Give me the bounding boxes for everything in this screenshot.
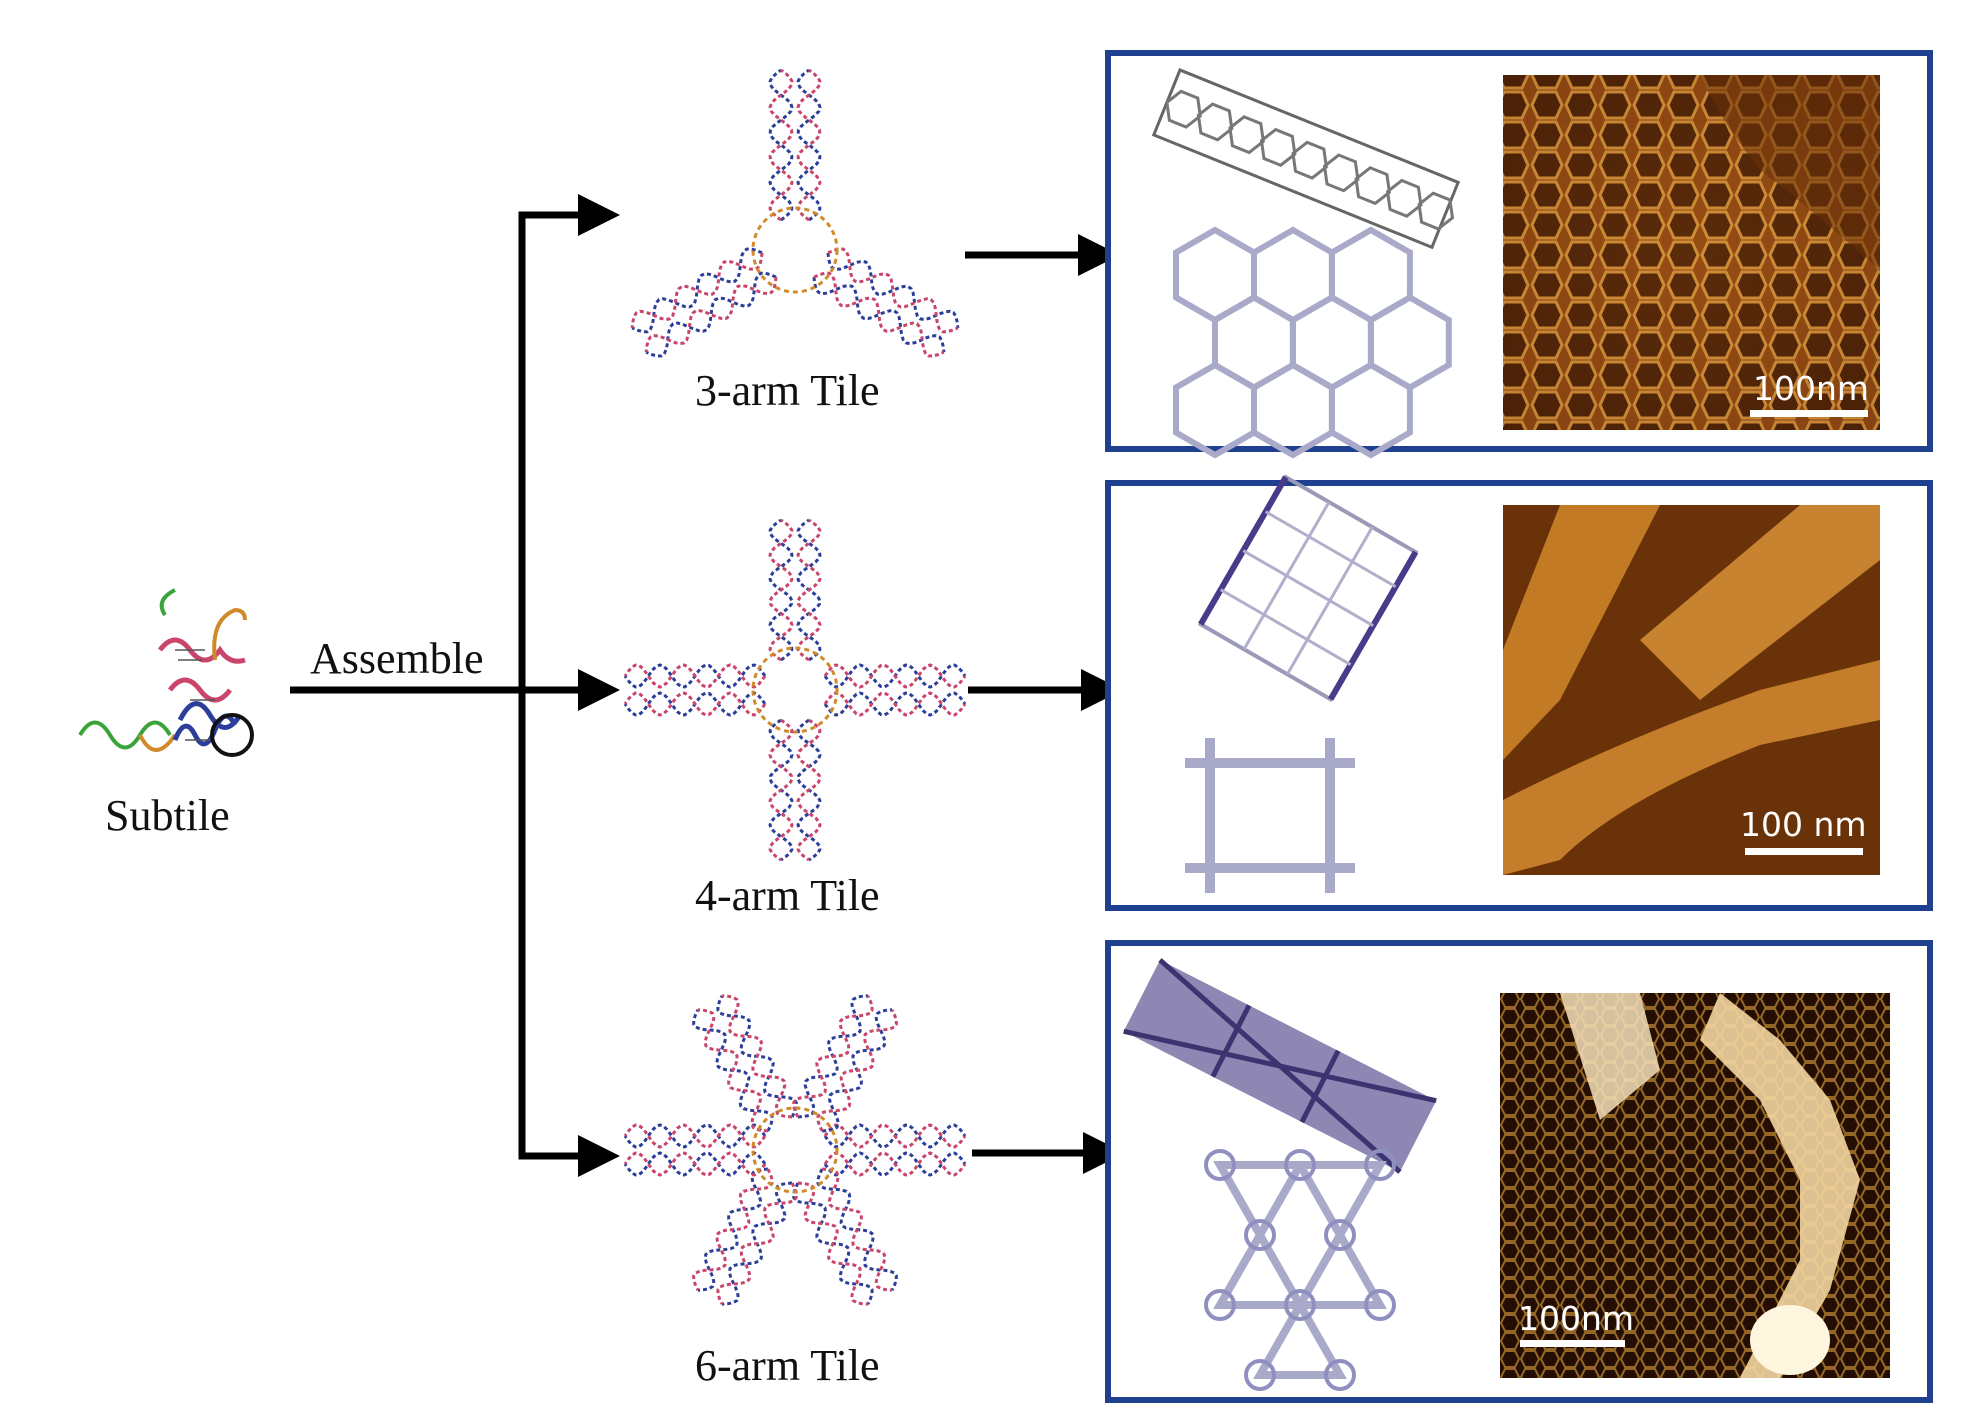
- afm-image-3arm: 100nm: [1503, 75, 1880, 430]
- result-panel-6arm: 100nm: [1105, 940, 1933, 1403]
- square-lattice-model-4arm: [1185, 738, 1355, 893]
- scale-label-3arm: 100nm: [1753, 369, 1869, 408]
- nanotube-model-6arm: [1123, 958, 1437, 1174]
- tile-6arm-label: 6-arm Tile: [695, 1341, 880, 1390]
- nanotube-model-3arm: [1151, 68, 1461, 250]
- result-panel-3arm: 100nm: [1105, 50, 1933, 459]
- afm-image-6arm: 100nm: [1500, 993, 1890, 1378]
- tile-3arm-icon: [630, 68, 960, 358]
- tile-4arm-icon: [623, 518, 967, 862]
- tile-4arm-label: 4-arm Tile: [695, 871, 880, 920]
- scale-label-4arm: 100 nm: [1740, 805, 1867, 844]
- branch-line: [518, 211, 590, 1160]
- tile-6arm-icon: [623, 994, 967, 1306]
- assemble-label: Assemble: [310, 634, 484, 683]
- afm-image-4arm: 100 nm: [1503, 505, 1880, 875]
- nanotube-model-4arm: [1197, 474, 1419, 703]
- kagome-lattice-model-6arm: [1204, 1149, 1396, 1391]
- hex-lattice-model-3arm: [1173, 226, 1452, 459]
- tile-3arm-label: 3-arm Tile: [695, 366, 880, 415]
- scale-label-6arm: 100nm: [1518, 1299, 1634, 1338]
- flow-arrows: [290, 194, 1125, 1177]
- result-panel-4arm: 100 nm: [1105, 474, 1933, 911]
- subtile-icon: [78, 588, 254, 757]
- subtile-label: Subtile: [105, 791, 230, 840]
